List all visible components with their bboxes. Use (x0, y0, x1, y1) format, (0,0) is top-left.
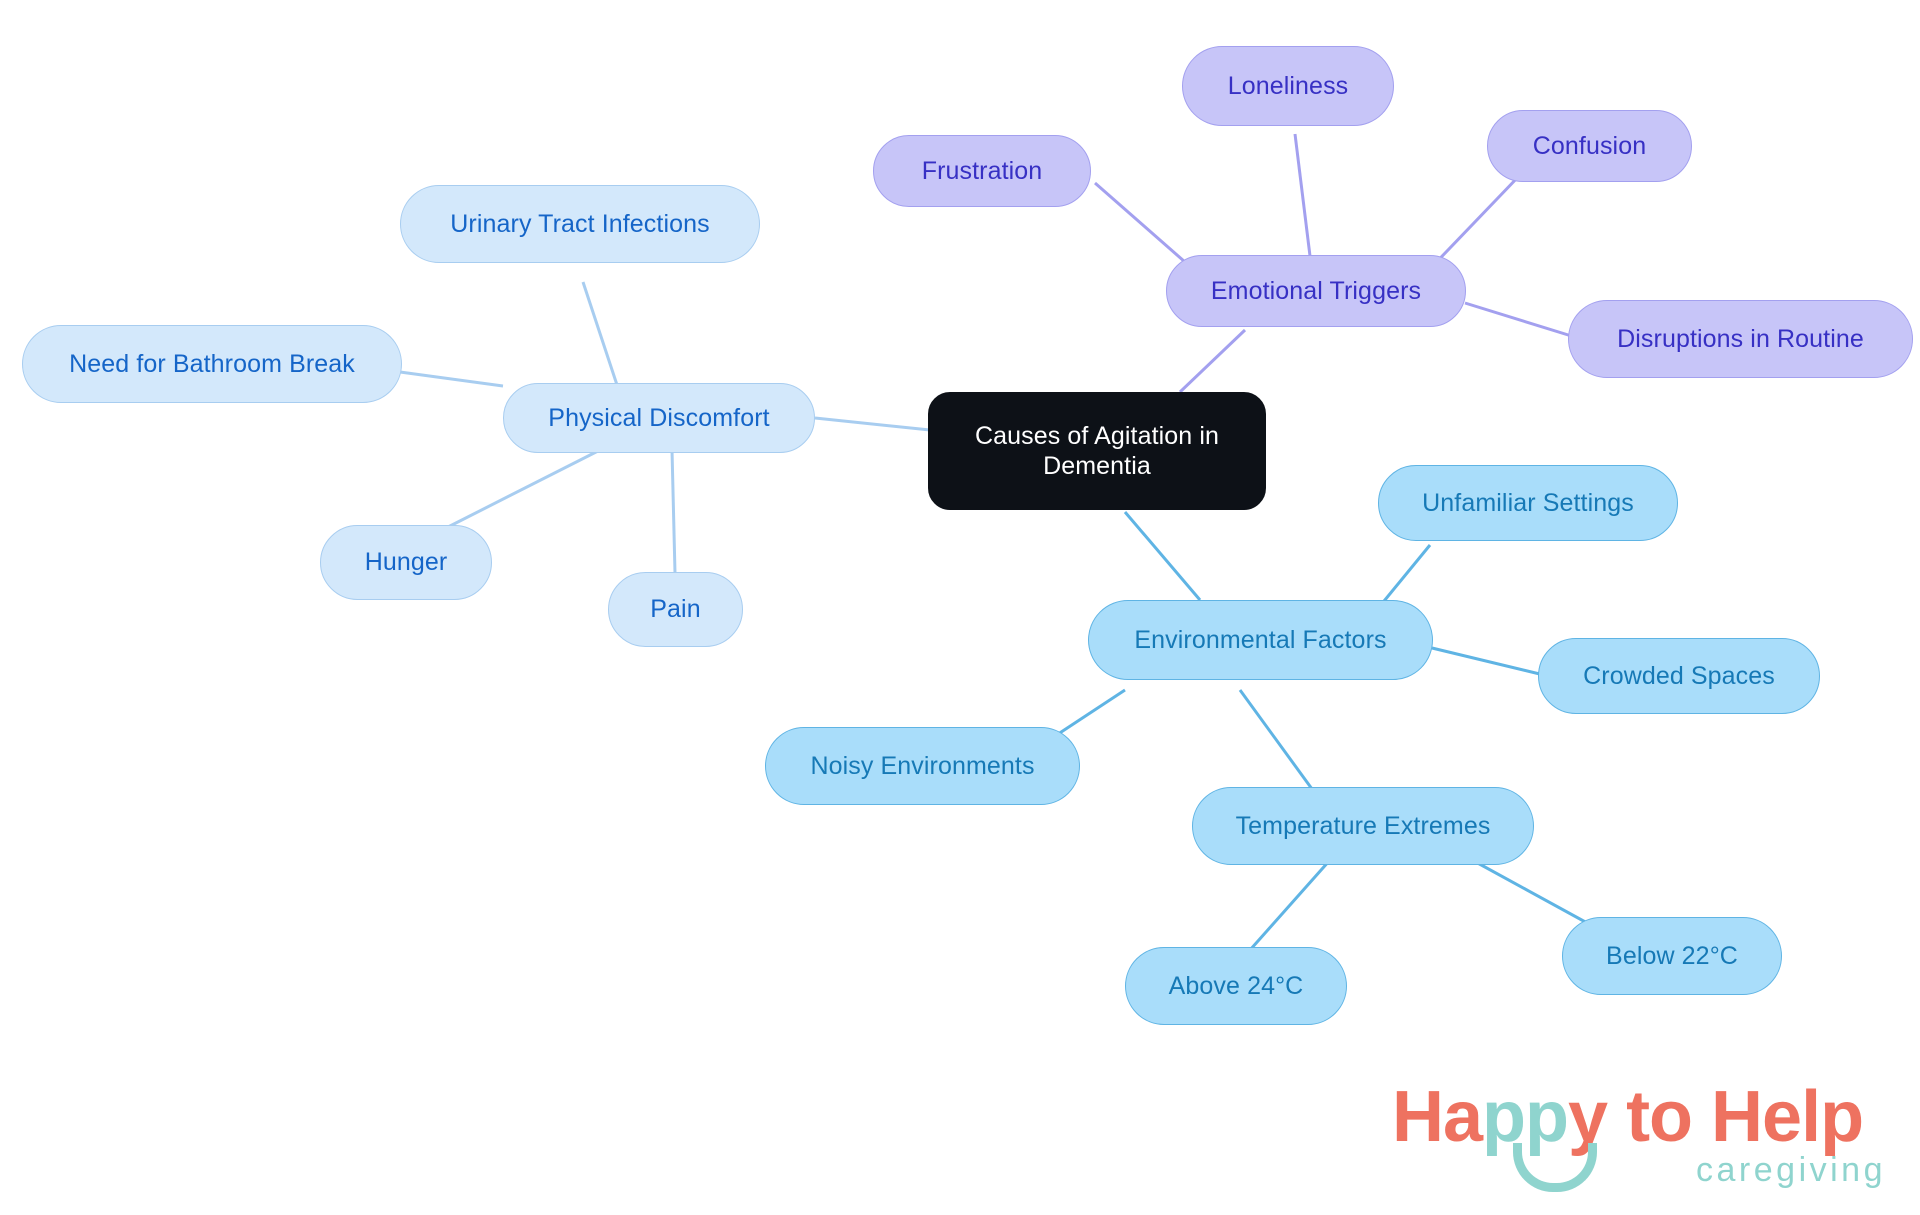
node-urinary-tract-infections[interactable]: Urinary Tract Infections (400, 185, 760, 263)
branch-node-emotional-triggers[interactable]: Emotional Triggers (1166, 255, 1466, 327)
edge-root-environmental-factors (1123, 511, 1202, 601)
edge-environmental-crowded (1431, 646, 1549, 678)
node-temperature-extremes[interactable]: Temperature Extremes (1192, 787, 1534, 865)
node-frustration[interactable]: Frustration (873, 135, 1091, 207)
logo-wordmark: Happy to Help (1392, 1081, 1864, 1153)
logo-text-to-help: to Help (1607, 1077, 1864, 1157)
node-need-for-bathroom-break[interactable]: Need for Bathroom Break (22, 325, 402, 403)
root-node-causes-of-agitation-in-dementia[interactable]: Causes of Agitation in Dementia (928, 392, 1266, 510)
node-above-24c[interactable]: Above 24°C (1125, 947, 1347, 1025)
node-disruptions-in-routine[interactable]: Disruptions in Routine (1568, 300, 1913, 378)
logo-text-y: y (1568, 1077, 1608, 1157)
node-confusion[interactable]: Confusion (1487, 110, 1692, 182)
edge-environmental-unfamiliar (1378, 544, 1432, 607)
edge-physical-bathroom (399, 370, 504, 388)
edge-temperature-below22 (1462, 853, 1601, 932)
edge-emotional-frustration (1094, 181, 1186, 264)
logo-text-ha: Ha (1392, 1077, 1483, 1157)
node-loneliness[interactable]: Loneliness (1182, 46, 1394, 126)
node-pain[interactable]: Pain (608, 572, 743, 647)
node-crowded-spaces[interactable]: Crowded Spaces (1538, 638, 1820, 714)
node-noisy-environments[interactable]: Noisy Environments (765, 727, 1080, 805)
logo-tagline: caregiving (1696, 1151, 1886, 1189)
node-unfamiliar-settings[interactable]: Unfamiliar Settings (1378, 465, 1678, 541)
edge-environmental-temperature (1238, 689, 1322, 801)
node-below-22c[interactable]: Below 22°C (1562, 917, 1782, 995)
edge-physical-pain (670, 449, 677, 574)
logo-text-pp: pp (1482, 1077, 1569, 1157)
edge-temperature-above24 (1248, 859, 1332, 951)
edge-physical-urinary (581, 281, 622, 395)
edge-root-emotional-triggers (1178, 328, 1247, 394)
brand-logo: Happy to Help caregiving (1392, 1081, 1892, 1201)
edge-emotional-disruptions (1464, 301, 1579, 340)
edge-emotional-loneliness (1293, 133, 1312, 257)
node-hunger[interactable]: Hunger (320, 525, 492, 600)
branch-node-physical-discomfort[interactable]: Physical Discomfort (503, 383, 815, 453)
branch-node-environmental-factors[interactable]: Environmental Factors (1088, 600, 1433, 680)
edge-root-physical-discomfort (814, 416, 931, 432)
edge-physical-hunger (447, 448, 601, 529)
smile-icon (1513, 1143, 1597, 1192)
